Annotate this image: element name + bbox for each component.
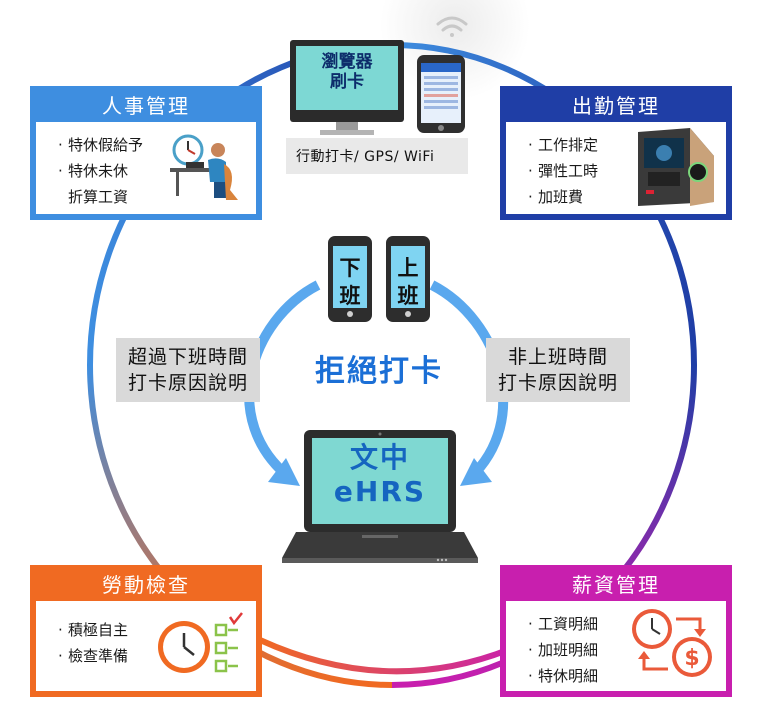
- phone-left-char-2: 班: [339, 284, 361, 308]
- hr-item: ·特休假給予: [58, 136, 144, 154]
- phone-left-char-1: 下: [339, 256, 361, 280]
- attendance-box: 出勤管理 ·工作排定 ·彈性工時 ·加班費: [500, 86, 732, 220]
- attendance-item: ·工作排定: [528, 136, 599, 154]
- phone-right-char-2: 班: [397, 284, 419, 308]
- left-label-line2: 打卡原因說明: [128, 372, 249, 394]
- labor-item: ·檢查準備: [58, 647, 129, 665]
- hr-item: ·特休未休: [58, 162, 129, 180]
- phone-clock-in-icon: [386, 236, 430, 322]
- payroll-list: ·工資明細 ·加班明細 ·特休明細: [528, 611, 598, 689]
- attendance-title: 出勤管理: [572, 93, 660, 118]
- attendance-body: ·工作排定 ·彈性工時 ·加班費: [506, 122, 726, 214]
- labor-box: 勞動檢查 ·積極自主 ·檢查準備: [30, 565, 262, 697]
- monitor-label-line1: 瀏覽器: [321, 52, 373, 72]
- right-label-line1: 非上班時間: [508, 346, 609, 368]
- center-title: 拒絕打卡: [315, 354, 443, 389]
- phone-right-char-1: 上: [397, 256, 419, 280]
- hr-title: 人事管理: [102, 93, 190, 118]
- hr-item: 折算工資: [68, 188, 129, 206]
- labor-body: ·積極自主 ·檢查準備: [36, 601, 256, 691]
- mobile-punch-caption: 行動打卡/ GPS/ WiFi: [296, 149, 435, 165]
- monitor-label: 瀏覽器 刷卡: [296, 52, 398, 92]
- face-fingerprint-terminal-icon: [638, 128, 714, 206]
- attendance-list: ·工作排定 ·彈性工時 ·加班費: [528, 132, 598, 210]
- svg-text:$: $: [684, 646, 699, 671]
- right-label: 非上班時間 打卡原因說明: [486, 338, 631, 402]
- laptop-icon: [282, 430, 478, 563]
- laptop-label-line1: 文中: [349, 441, 410, 474]
- payroll-title: 薪資管理: [572, 572, 660, 597]
- labor-title: 勞動檢查: [102, 572, 190, 597]
- left-label: 超過下班時間 打卡原因說明: [116, 338, 261, 402]
- attendance-item: ·加班費: [528, 188, 584, 206]
- payroll-item: ·特休明細: [528, 667, 599, 685]
- laptop-label-line2: eHRS: [333, 475, 427, 508]
- labor-list: ·積極自主 ·檢查準備: [58, 617, 128, 669]
- monitor-label-line2: 刷卡: [330, 72, 364, 92]
- payroll-item: ·工資明細: [528, 615, 599, 633]
- hr-list: ·特休假給予 ·特休未休 折算工資: [58, 132, 143, 210]
- payroll-box: 薪資管理 ·工資明細 ·加班明細 ·特休明細 $: [500, 565, 732, 697]
- smartphone-icon: [417, 55, 465, 133]
- right-label-line2: 打卡原因說明: [498, 372, 619, 394]
- mobile-caption-box: [286, 138, 468, 174]
- payroll-item: ·加班明細: [528, 641, 599, 659]
- hr-body: ·特休假給予 ·特休未休 折算工資: [36, 122, 256, 214]
- clock-dollar-icon: $: [632, 609, 712, 677]
- monitor-icon: [290, 40, 404, 135]
- attendance-item: ·彈性工時: [528, 162, 599, 180]
- laptop-label: 文中 eHRS: [313, 441, 447, 509]
- left-label-line1: 超過下班時間: [128, 346, 249, 368]
- wifi-icon: [436, 16, 468, 37]
- hr-box: 人事管理 ·特休假給予 ·特休未休 折算工資: [30, 86, 262, 220]
- payroll-body: ·工資明細 ·加班明細 ·特休明細 $: [506, 601, 726, 691]
- phone-clock-out-icon: [328, 236, 372, 322]
- clock-checklist-icon: [158, 612, 243, 673]
- labor-item: ·積極自主: [58, 621, 129, 639]
- clock-desk-worker-icon: [170, 134, 238, 200]
